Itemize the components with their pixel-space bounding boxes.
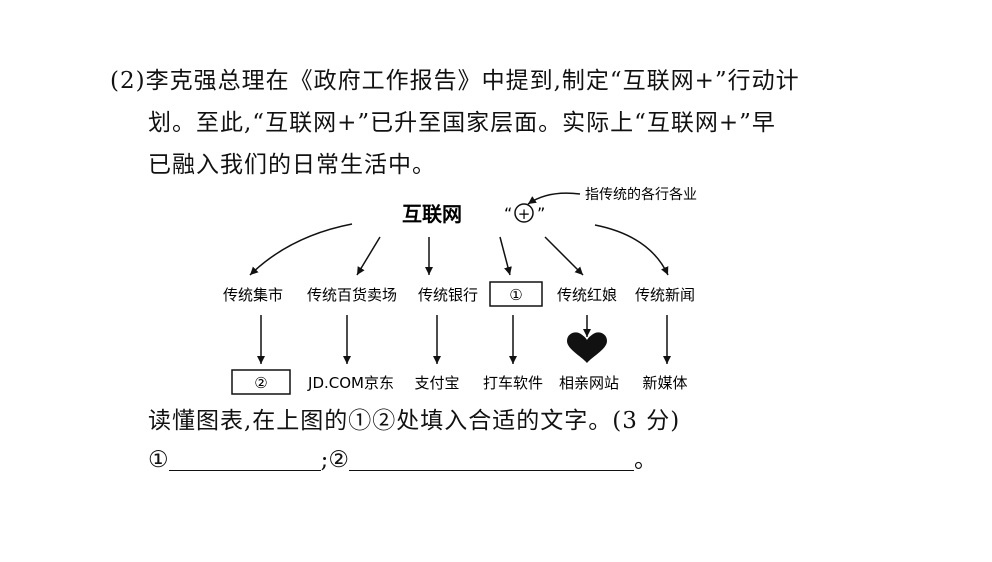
instruction-block: 读懂图表,在上图的①②处填入合适的文字。(3 分): [110, 400, 870, 442]
bottom-node-alipay: 支付宝: [414, 374, 459, 392]
bottom-node-dating-site: 相亲网站: [559, 374, 619, 392]
arrow-center-to-market: [249, 223, 353, 276]
top-node-department-store: 传统百货卖场: [307, 286, 397, 304]
arrow-center-to-news: [594, 224, 669, 276]
arrow-center-to-matchmaker: [544, 236, 584, 276]
question-line-1: (2)李克强总理在《政府工作报告》中提到,制定“互联网+”行动计: [110, 68, 800, 94]
center-label: 互联网: [402, 202, 462, 226]
answer-end: 。: [634, 447, 657, 473]
answer-separator: ;: [320, 447, 329, 473]
annotation-text: 指传统的各行各业: [585, 187, 697, 203]
top-node-news: 传统新闻: [635, 286, 695, 304]
question-line-2: 划。至此,“互联网+”已升至国家层面。实际上“互联网+”早: [148, 110, 776, 136]
bottom-node-jd: JD.COM京东: [307, 374, 394, 392]
plus-circle-icon: +: [514, 203, 534, 223]
top-node-market: 传统集市: [223, 286, 283, 304]
annotation-arrow: [527, 192, 581, 205]
arrow-center-to-store: [356, 236, 381, 276]
top-node-bank: 传统银行: [418, 286, 478, 304]
arrow-center-to-blank1: [499, 236, 512, 276]
question-text: (2)李克强总理在《政府工作报告》中提到,制定“互联网+”行动计 划。至此,“互…: [110, 60, 870, 186]
blank-1-box: [489, 281, 543, 307]
answer-label-1: ①: [148, 447, 169, 473]
plus-quote-left: “: [504, 204, 512, 223]
blank-1-label: ①: [509, 286, 522, 304]
bottom-node-taxi-app: 打车软件: [483, 374, 543, 392]
blank-2-box: [231, 369, 291, 395]
answer-blank-1[interactable]: [168, 444, 321, 471]
heart-icon: [567, 332, 607, 363]
answer-blank-2[interactable]: [349, 444, 634, 471]
blank-2-label: ②: [254, 374, 267, 392]
plus-quote-right: ”: [537, 204, 545, 223]
question-line-3: 已融入我们的日常生活中。: [148, 152, 436, 178]
plus-symbol: +: [518, 205, 531, 223]
answer-row: ①;② 。: [148, 440, 657, 474]
answer-label-2: ②: [328, 447, 349, 473]
instruction-text: 读懂图表,在上图的①②处填入合适的文字。(3 分): [148, 408, 681, 434]
bottom-node-new-media: 新媒体: [642, 374, 687, 392]
top-node-matchmaker: 传统红娘: [557, 286, 617, 304]
